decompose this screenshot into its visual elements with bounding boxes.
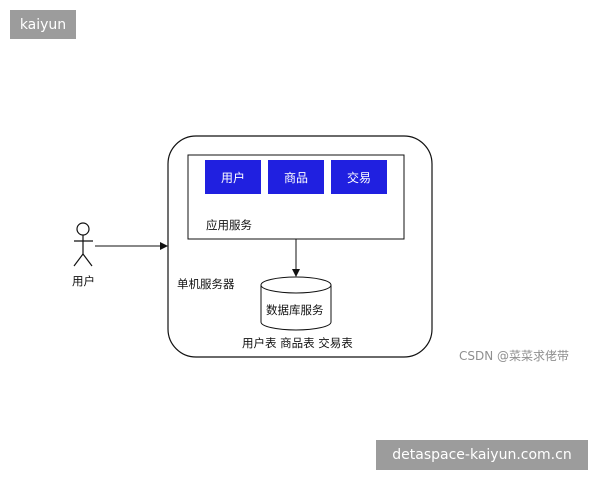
module-user: 用户 [205, 160, 261, 194]
csdn-watermark: CSDN @菜菜求佬带 [459, 349, 570, 363]
user-actor-icon [73, 222, 93, 267]
tables-label: 用户表 商品表 交易表 [242, 336, 353, 350]
site-badge-bottom: detaspace-kaiyun.com.cn [376, 440, 588, 470]
app-service-label: 应用服务 [206, 218, 252, 232]
actor-label: 用户 [72, 274, 95, 288]
module-product: 商品 [268, 160, 324, 194]
database-label: 数据库服务 [266, 303, 324, 317]
module-trade: 交易 [331, 160, 387, 194]
database-cylinder-icon [260, 276, 332, 331]
site-badge-top: kaiyun [10, 10, 76, 39]
server-label: 单机服务器 [177, 277, 235, 291]
